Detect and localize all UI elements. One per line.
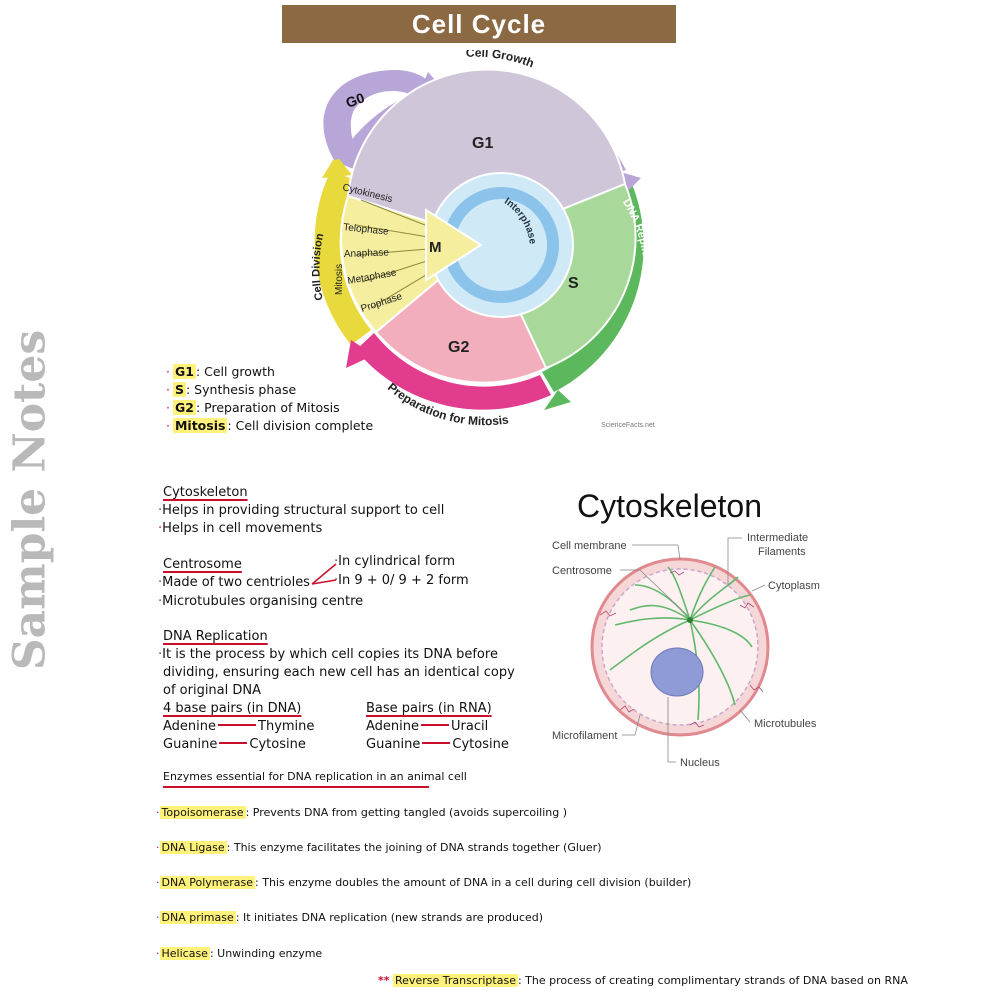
cycle-legend: ·G1: Cell growth ·S: Synthesis phase ·G2… [166,363,373,435]
growth-arc-label: Cell Growth [466,50,536,70]
mitosis-label: Mitosis [334,264,345,295]
arrowhead-4 [322,155,352,178]
arrowhead-3 [346,340,374,368]
g0-label: G0 [344,89,367,110]
watermark-text: Sample Notes [4,329,56,671]
dna-line-1: ·It is the process by which cell copies … [158,647,498,662]
dna-heading: DNA Replication [163,629,268,644]
cell-membrane-label: Cell membrane [552,540,627,552]
centrosome-heading: Centrosome [163,557,242,572]
cell-cycle-diagram: G1 S G2 M G0 Cell Growth DNA Replication… [310,50,655,429]
centrosome-label: Centrosome [552,565,612,577]
reverse-transcriptase-note: ** Reverse Transcriptase: The process of… [378,974,908,987]
cytoskeleton-diagram-title: Cytoskeleton [577,488,762,524]
dna-line-2: dividing, ensuring each new cell has an … [163,665,515,680]
microtubules-label: Microtubules [754,718,817,730]
enzyme-topoisomerase: ·Topoisomerase: Prevents DNA from gettin… [156,806,568,819]
s-label: S [568,275,579,292]
cytoskeleton-diagram: Cell membrane Centrosome Intermediate Fi… [552,532,820,769]
g0-loop [323,70,436,160]
centro-side-2: ·In 9 + 0/ 9 + 2 form [334,573,469,588]
nucleus [650,647,704,697]
m-triangle [425,208,483,282]
division-arc [314,170,371,345]
legend-row: ·G2: Preparation of Mitosis [166,400,340,415]
centro-point-2: ·Microtubules organising centre [158,594,364,609]
rna-bp-heading: Base pairs (in RNA) [366,701,492,716]
cyto-point-1: ·Helps in providing structural support t… [158,503,445,518]
page-title: Cell Cycle [282,5,676,43]
centro-side-1: ·In cylindrical form [334,554,456,569]
nucleus-label: Nucleus [680,757,720,769]
enzyme-helicase: ·Helicase: Unwinding enzyme [156,947,323,960]
enzyme-polymerase: ·DNA Polymerase: This enzyme doubles the… [156,876,692,889]
g1-label: G1 [472,135,493,152]
m-label: M [429,239,442,256]
intermediate-label: Intermediate [747,532,808,544]
microfilament-label: Microfilament [552,730,617,742]
legend-row: ·Mitosis: Cell division complete [166,418,374,433]
telophase-label: Telophase [343,222,390,238]
enzymes-heading: Enzymes essential for DNA replication in… [163,770,467,783]
filaments-label: Filaments [758,546,806,558]
credit: ScienceFacts.net [601,422,655,429]
dna-bp-heading: 4 base pairs (in DNA) [163,701,302,716]
cyto-point-2: ·Helps in cell movements [158,521,323,536]
g2-label: G2 [448,339,469,356]
enzyme-primase: ·DNA primase: It initiates DNA replicati… [156,911,544,924]
division-arc-label: Cell Division [310,232,326,301]
bracket-connector [311,563,337,585]
centrosome [687,617,693,623]
legend-row: ·G1: Cell growth [166,364,275,379]
g2-wedge [374,238,548,384]
prep-arc [356,333,551,410]
arrowhead-2 [544,390,571,410]
cytoplasm-label: Cytoplasm [768,580,820,592]
anaphase-label: Anaphase [344,247,390,260]
cytoskeleton-heading: Cytoskeleton [163,485,248,500]
enzyme-ligase: ·DNA Ligase: This enzyme facilitates the… [156,841,602,854]
dna-line-3: of original DNA [163,683,262,698]
centro-point-1: ·Made of two centrioles [158,575,310,590]
leader-lines [620,537,766,763]
watermark: Sample Notes [2,330,58,670]
cell-inner [601,568,759,726]
microfilaments [599,570,764,728]
enzymes-underline [163,786,429,788]
legend-row: ·S: Synthesis phase [166,382,297,397]
